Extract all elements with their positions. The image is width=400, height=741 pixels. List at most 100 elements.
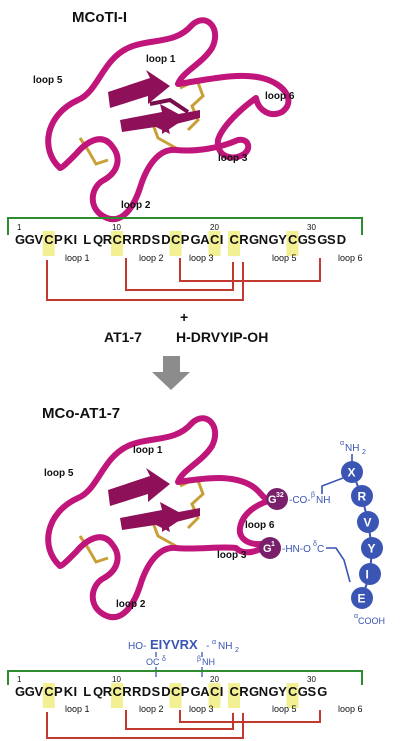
grafted-structure <box>45 415 275 621</box>
beta-sheet-arrow <box>146 508 200 532</box>
g32-nh: NH <box>316 495 330 506</box>
seq2-residue-8: L <box>83 684 91 699</box>
disulfide-bond-c11-c30 <box>125 258 234 291</box>
annot-oc: OC <box>146 657 160 667</box>
seq1-disulfide-bonds <box>46 258 321 301</box>
seq1-residue-15: S <box>152 232 161 247</box>
seq2-numbers: 1 10 20 30 <box>17 675 316 684</box>
seq2-residue-4: C <box>44 684 54 699</box>
backbone-segment <box>149 97 190 114</box>
seq2-residue-27: G <box>269 684 279 699</box>
struct2-loop-1: loop 1 <box>133 445 163 456</box>
g32-letter: G <box>268 494 277 506</box>
seq2-cysteine-highlight <box>111 683 123 708</box>
peptide-bead <box>361 537 383 559</box>
seq2-residue-32: G <box>317 684 327 699</box>
annot-nh2: NH <box>218 641 232 652</box>
seq1-residue-6: K <box>64 232 74 247</box>
disulfide-stick <box>150 519 177 548</box>
peptide-bead <box>341 461 363 483</box>
top-nh2: NH <box>345 443 359 454</box>
seq1-residue-28: Y <box>278 232 287 247</box>
annot-beta: β <box>197 656 201 663</box>
disulfide-stick <box>179 475 205 530</box>
seq2-residue-20: A <box>200 684 210 699</box>
top-alpha: α <box>340 440 344 447</box>
seq2-residue-19: G <box>191 684 201 699</box>
seq2-residue-15: S <box>152 684 161 699</box>
seq1-residue-29: C <box>288 232 298 247</box>
struct2-loop-6: loop 6 <box>245 520 275 531</box>
seq1-residue-20: A <box>200 232 210 247</box>
disulfide-bond-c4-c32 <box>46 712 244 739</box>
struct2-loop-3: loop 3 <box>217 550 247 561</box>
mcoti-structure <box>45 17 292 223</box>
seq2-loop-3: loop 3 <box>189 704 214 714</box>
struct2-loop-2: loop 2 <box>116 599 146 610</box>
seq1-residue-27: G <box>269 232 279 247</box>
seq2-residue-1: G <box>15 684 25 699</box>
seq2-residue-23: C <box>230 684 240 699</box>
g1-c: C <box>317 544 324 555</box>
peptide-bead-label: X <box>348 466 356 480</box>
seq2-residue-11: C <box>113 684 123 699</box>
seq1-residue-31: S <box>308 232 317 247</box>
linker-bond <box>326 547 351 583</box>
seq1-residue-14: D <box>142 232 151 247</box>
peptide-bead-label: Y <box>368 542 376 556</box>
seq1-residue-16: D <box>161 232 170 247</box>
top-nh2-sub: 2 <box>362 449 366 456</box>
struct1-loop-3: loop 3 <box>218 153 248 164</box>
seq1-residue-19: G <box>191 232 201 247</box>
struct1-loop-5: loop 5 <box>33 75 63 86</box>
peptide-bead <box>357 511 379 533</box>
seq2-residue-29: C <box>288 684 298 699</box>
seq2-number-30: 30 <box>307 675 316 684</box>
seq2-disulfide-bonds <box>46 710 321 739</box>
down-arrow <box>152 356 190 390</box>
peptide-bead <box>351 587 373 609</box>
seq2-cysteine-highlight <box>228 683 240 708</box>
seq2-number-20: 20 <box>210 675 219 684</box>
annot-delta: δ <box>162 656 166 663</box>
seq2-residue-18: P <box>181 684 190 699</box>
bottom-title: MCo-AT1-7 <box>42 405 120 422</box>
seq1-residue-11: C <box>113 232 123 247</box>
disulfide-stick <box>150 121 177 150</box>
peptide-bead-label: V <box>364 516 372 530</box>
seq1-numbers: 1 10 20 30 <box>17 223 316 232</box>
seq2-annotation: HO- EIYVRX - α NH 2 OC δ β NH <box>128 637 239 677</box>
seq2-residue-5: P <box>54 684 63 699</box>
seq2-residue-2: G <box>25 684 35 699</box>
seq1-residue-7: I <box>74 232 78 247</box>
disulfide-bond-c17-c34 <box>179 710 321 723</box>
seq1-highlights <box>42 231 299 256</box>
seq2-residue-6: K <box>64 684 74 699</box>
g1-superscript: 1 <box>271 541 275 548</box>
disulfide-bond-c17-c34 <box>179 258 321 282</box>
seq2-cysteine-highlight <box>286 683 299 708</box>
seq1-loop-2: loop 2 <box>139 253 164 263</box>
annot-nh2-sub: 2 <box>235 647 239 654</box>
seq2-residue-12: R <box>122 684 132 699</box>
g1-linker: -HN-O <box>282 544 311 555</box>
seq2-residue-13: R <box>132 684 142 699</box>
seq1-loop-6: loop 6 <box>338 253 363 263</box>
seq1-cysteine-highlight <box>228 231 240 256</box>
cyclic-bracket <box>7 217 363 235</box>
seq1-residue-10: R <box>103 232 113 247</box>
seq2-loop-2: loop 2 <box>139 704 164 714</box>
glycine-32-bead <box>266 488 288 510</box>
seq1-residue-8: L <box>83 232 91 247</box>
cyclic-bracket <box>7 670 363 685</box>
seq2-residue-9: Q <box>93 684 103 699</box>
bottom-cooh: COOH <box>358 616 385 626</box>
seq2-loop-6: loop 6 <box>338 704 363 714</box>
g1-letter: G <box>263 543 272 555</box>
peptide-bead-label: R <box>358 490 367 504</box>
seq1-residue-23: C <box>230 232 240 247</box>
seq2-residue-17: C <box>171 684 181 699</box>
seq1-cysteine-highlight <box>208 231 221 256</box>
